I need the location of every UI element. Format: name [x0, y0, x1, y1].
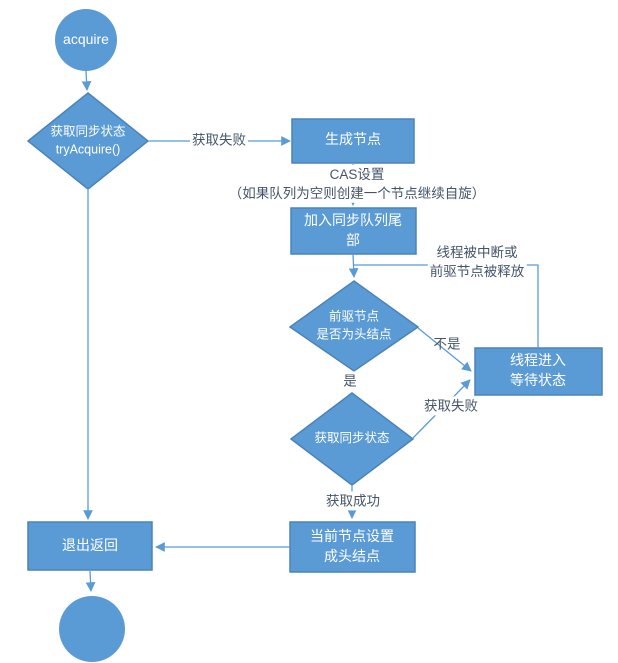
- edge-enqueue-to-check: [348, 253, 359, 278]
- edge-start-to-tryacquire: [81, 70, 92, 91]
- start-node: [55, 9, 117, 71]
- set-head-box: [289, 521, 416, 573]
- enqueue-tail-box: [290, 207, 417, 255]
- create-node-box: [291, 118, 415, 164]
- edge-acquire-fail-to-wait: [412, 379, 471, 439]
- edge-check-no-to-wait: [417, 327, 472, 372]
- end-node: [59, 596, 125, 662]
- try-acquire-diamond: [26, 92, 150, 190]
- edge-check-yes-to-acquire: [348, 371, 358, 390]
- edge-exit-to-end: [85, 570, 96, 592]
- predecessor-check-diamond: [288, 280, 420, 372]
- thread-wait-box: [474, 347, 603, 396]
- exit-return-box: [27, 521, 153, 571]
- acquire-state-diamond: [289, 392, 415, 486]
- shapes-layer: [26, 9, 603, 662]
- edge-wait-wakeup-loop: [354, 264, 539, 348]
